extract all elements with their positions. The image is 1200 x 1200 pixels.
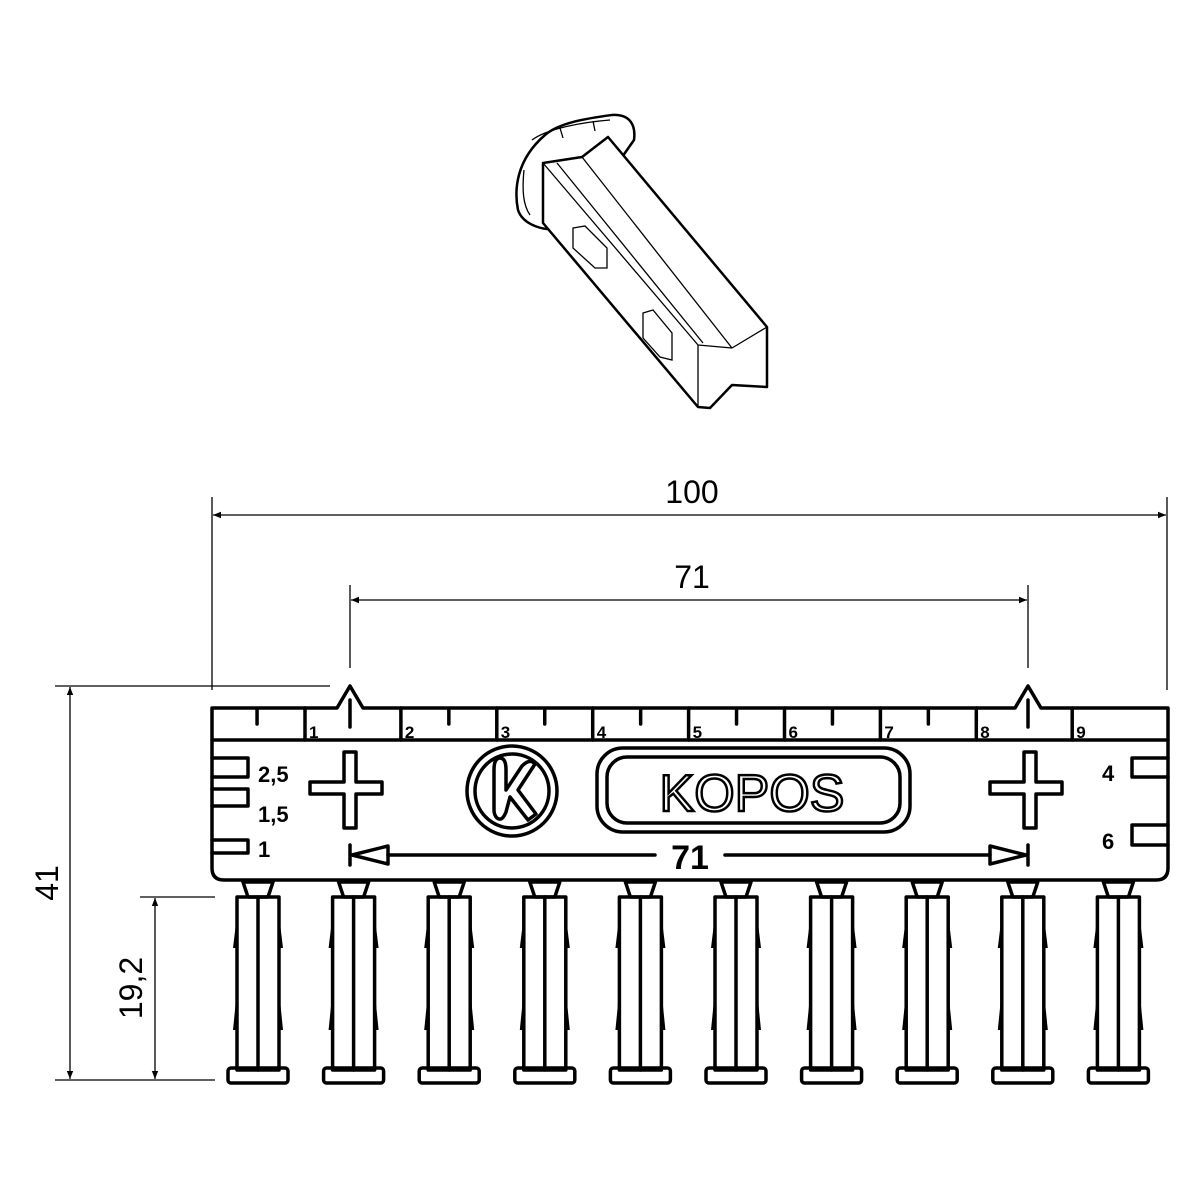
- dimension-label-71: 71: [674, 559, 710, 595]
- dimension-anchor-length: 19,2: [113, 896, 215, 1079]
- ruler-label: 8: [980, 723, 989, 742]
- notch-label-1-5: 1,5: [258, 802, 289, 827]
- ruler-label: 7: [884, 723, 893, 742]
- cross-mark-icon: [988, 750, 1064, 830]
- wall-anchor: [608, 880, 673, 1085]
- wall-anchor: [226, 880, 290, 1085]
- ruler-label: 4: [597, 723, 607, 742]
- dimension-overall-width: 100: [211, 474, 1168, 690]
- ruler-label: 1: [309, 723, 318, 742]
- wall-anchor: [513, 880, 577, 1085]
- cross-mark-icon: [308, 750, 384, 830]
- ruler-label: 6: [789, 723, 798, 742]
- wall-anchor: [321, 880, 386, 1085]
- brand-name: KOPOS: [660, 765, 845, 823]
- kopos-brand-box: KOPOS: [595, 746, 912, 834]
- notch-label-6: 6: [1102, 829, 1114, 854]
- kopos-logo-icon: [465, 744, 559, 838]
- notch-label-4: 4: [1102, 761, 1115, 786]
- wall-anchor: [895, 880, 959, 1085]
- ruler-scale: 1 2 3 4 5 6 7 8 9: [255, 706, 1086, 742]
- wall-anchor: [1086, 880, 1151, 1085]
- ruler-label: 5: [693, 723, 702, 742]
- wall-anchor: [799, 880, 864, 1085]
- dowel-isometric-view: [515, 113, 769, 410]
- wall-anchor: [991, 880, 1055, 1085]
- ruler-label: 3: [501, 723, 510, 742]
- ruler-label: 2: [405, 723, 414, 742]
- wall-anchor: [704, 880, 768, 1085]
- dimension-label-19-2: 19,2: [113, 957, 149, 1019]
- ruler-label: 9: [1076, 723, 1085, 742]
- notch-label-2-5: 2,5: [258, 762, 289, 787]
- dimension-overall-height: 41: [29, 685, 330, 1081]
- anchor-row: [226, 880, 1151, 1085]
- dimension-label-41: 41: [29, 865, 65, 901]
- dimension-label-100: 100: [665, 474, 718, 510]
- wall-anchor: [417, 880, 481, 1085]
- anchor-strip: 1 2 3 4 5 6 7 8 9 2,5 1,5 1 4 6 KOPOS 71: [210, 684, 1170, 882]
- dimension-mark-spacing: 71: [349, 559, 1029, 668]
- inner-dimension-71: 71: [348, 839, 1030, 877]
- notch-label-1: 1: [258, 837, 270, 862]
- inner-dimension-label: 71: [671, 839, 709, 877]
